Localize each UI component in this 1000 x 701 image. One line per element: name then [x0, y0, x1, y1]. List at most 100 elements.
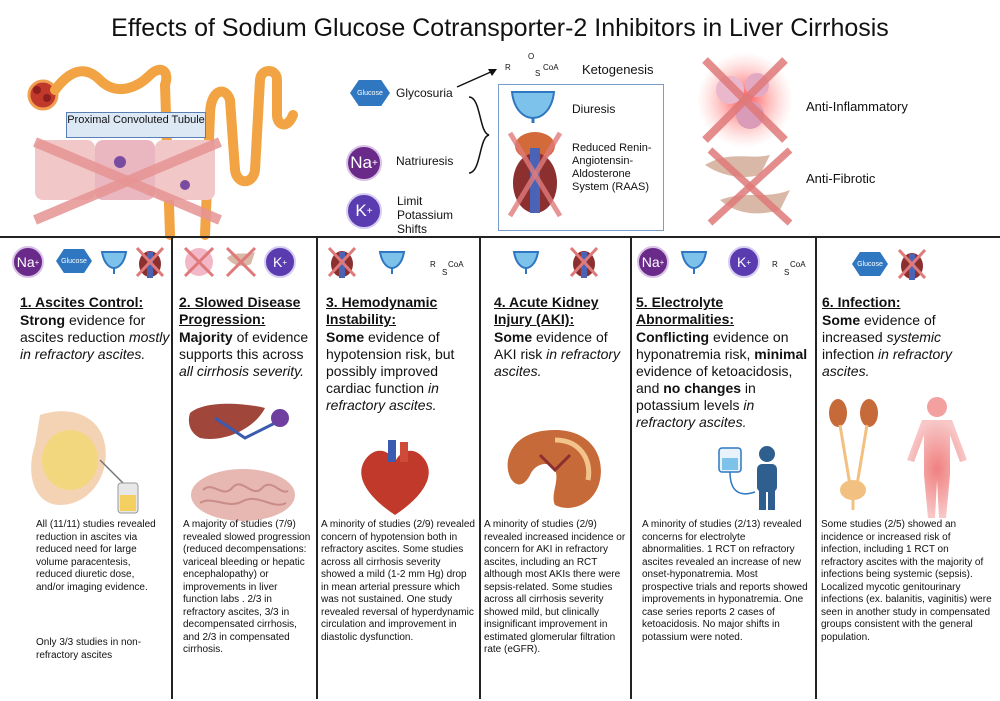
brace-icon — [468, 96, 490, 174]
kidney-adrenal-crossed-icon — [897, 248, 927, 280]
summary-strength: Some — [326, 329, 365, 345]
kidney-adrenal-icon — [569, 246, 599, 278]
na-text: Na — [16, 254, 35, 270]
bladder-icon — [680, 251, 708, 274]
human-body-sepsis-icon — [907, 397, 967, 518]
column-heading: 5. Electrolyte Abnormalities: — [636, 294, 735, 327]
column-summary: Majority of evidence supports this acros… — [179, 329, 314, 380]
natriuresis-label: Natriuresis — [396, 154, 454, 168]
ascites-abdomen-icon — [31, 411, 139, 514]
column-summary: Conflicting evidence on hyponatremia ris… — [636, 329, 811, 431]
summary-text: evidence of increased — [822, 312, 936, 345]
acyl-coa-icon: R S CoA — [772, 254, 812, 277]
column-heading: 3. Hemodynamic Instability: — [326, 294, 438, 327]
summary-strength: minimal — [754, 346, 808, 362]
section-divider — [0, 236, 1000, 238]
na-plus: + — [34, 257, 40, 267]
k-text: K — [355, 201, 367, 220]
anti-inflammatory-label: Anti-Inflammatory — [806, 99, 908, 114]
summary-qualifier: systemic — [886, 329, 942, 345]
column-detail: A minority of studies (2/9) revealed con… — [321, 519, 475, 643]
tubule-label: Proximal Convoluted Tubule — [66, 112, 206, 138]
summary-qualifier: mostly in refractory ascites. — [20, 329, 170, 362]
limit-potassium-label: Limit Potassium Shifts — [397, 194, 454, 236]
acyl-coa-icon: R O S CoA — [505, 52, 575, 80]
summary-strength: no changes — [663, 380, 742, 396]
kidney-adrenal-crossed-icon — [507, 131, 563, 218]
summary-text: of evidence supports this across — [179, 329, 309, 362]
page-title: Effects of Sodium Glucose Cotransporter-… — [111, 14, 889, 42]
summary-strength: Conflicting — [636, 329, 710, 345]
glucose-icon: Glucose — [852, 252, 888, 276]
column-summary: Some evidence of AKI risk in refractory … — [494, 329, 624, 380]
summary-strength: Strong — [20, 312, 66, 328]
coa-s: S — [535, 69, 541, 78]
glucose-icon: Glucose — [56, 249, 92, 273]
coa-s: S — [442, 268, 448, 277]
summary-text: evidence for ascites reduction — [20, 312, 146, 345]
brain-icon — [191, 469, 295, 521]
coa-label: CoA — [543, 63, 559, 72]
glucose-label: Glucose — [61, 257, 87, 265]
potassium-badge-icon: K+ — [728, 246, 760, 278]
column-divider — [316, 237, 318, 699]
glycosuria-label: Glycosuria — [396, 86, 453, 100]
summary-qualifier: in refractory ascites. — [494, 346, 621, 379]
column-divider — [171, 237, 173, 699]
fibroblast-crossed-icon — [705, 147, 793, 226]
summary-text: in potassium levels — [636, 380, 756, 413]
k-plus: + — [282, 257, 287, 267]
ketogenesis-label: Ketogenesis — [582, 62, 654, 77]
summary-qualifier: all cirrhosis severity. — [179, 363, 304, 379]
raas-label: Reduced Renin-Angiotensin-Aldosterone Sy… — [572, 142, 652, 193]
coa-s: S — [784, 268, 790, 277]
kidney-adrenal-crossed-icon — [135, 246, 165, 278]
k-plus: + — [746, 257, 751, 267]
bladder-icon — [100, 251, 128, 274]
summary-strength: Some — [822, 312, 861, 328]
summary-qualifier: in refractory ascites. — [636, 397, 755, 430]
na-text: Na — [641, 254, 660, 270]
urinary-tract-icon — [829, 399, 878, 510]
summary-text: infection — [822, 346, 879, 362]
column-detail-note: Only 3/3 studies in non-refractory ascit… — [36, 637, 142, 661]
anti-fibrotic-label: Anti-Fibrotic — [806, 171, 876, 186]
column-detail: A minority of studies (2/9) revealed inc… — [484, 519, 626, 655]
glucose-icon: Glucose — [350, 80, 390, 106]
summary-strength: Majority — [179, 329, 233, 345]
arrow-icon — [456, 69, 497, 88]
summary-text: evidence of hypotension risk, but possib… — [326, 329, 455, 396]
coa-label: CoA — [448, 260, 464, 269]
diuresis-label: Diuresis — [572, 102, 616, 116]
column-detail: A minority of studies (2/13) revealed co… — [642, 519, 808, 643]
k-plus: + — [366, 205, 373, 217]
coa-r: R — [430, 260, 436, 269]
column-detail: A majority of studies (7/9) revealed slo… — [183, 519, 311, 655]
summary-qualifier: in refractory ascites. — [326, 380, 439, 413]
inflammation-cells-crossed-icon — [697, 52, 793, 148]
column-heading: 6. Infection: — [822, 294, 901, 310]
bladder-icon — [378, 251, 406, 274]
coa-o: O — [528, 52, 535, 61]
acyl-coa-icon: R S CoA — [430, 254, 470, 277]
outcome-box — [498, 84, 664, 231]
fibroblast-crossed-icon — [225, 246, 257, 278]
glucose-label: Glucose — [357, 89, 383, 97]
summary-text: evidence of ketoacidosis, and — [636, 363, 793, 396]
column-heading: 4. Acute Kidney Injury (AKI): — [494, 294, 599, 327]
column-summary: Strong evidence for ascites reduction mo… — [20, 312, 170, 363]
sodium-badge-icon: Na+ — [12, 246, 44, 278]
column-detail: All (11/11) studies revealed reduction i… — [36, 519, 156, 593]
inflammation-crossed-icon — [183, 246, 215, 278]
k-text: K — [272, 254, 283, 270]
kidney-cross-section-icon — [507, 430, 601, 508]
k-text: K — [736, 254, 747, 270]
summary-strength: Some — [494, 329, 533, 345]
sodium-badge-icon: Na+ — [637, 246, 669, 278]
column-divider — [815, 237, 817, 699]
bladder-icon — [510, 91, 556, 123]
column-heading: 2. Slowed Disease Progression: — [179, 294, 301, 327]
sodium-badge-icon: Na+ — [346, 145, 382, 181]
glucose-label: Glucose — [857, 260, 883, 268]
column-divider — [479, 237, 481, 699]
